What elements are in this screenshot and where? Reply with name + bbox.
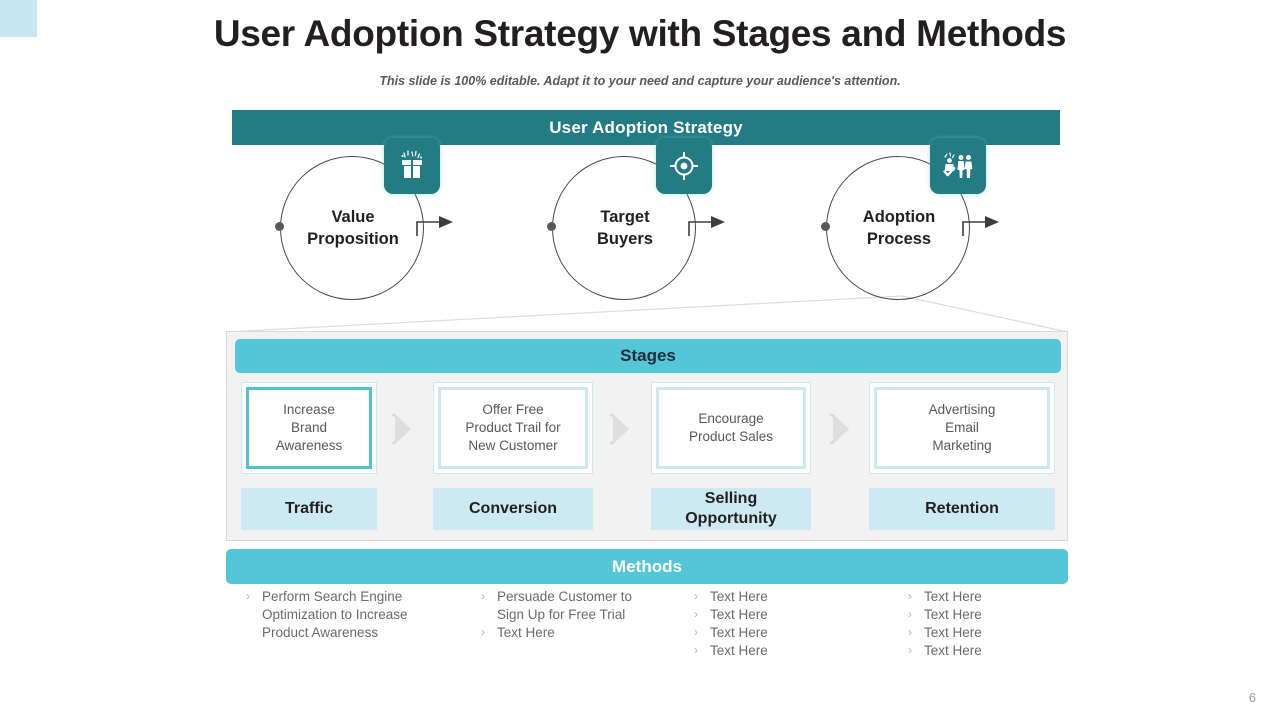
arrow-right-icon — [416, 216, 453, 236]
stages-header-bar: Stages — [235, 339, 1061, 373]
method-item: › Text Here — [694, 624, 864, 642]
people-checkmark-icon — [930, 138, 986, 194]
method-item-text: Text Here — [497, 624, 555, 640]
methods-header-bar: Methods — [226, 549, 1068, 584]
chevron-bullet-icon: › — [694, 606, 698, 621]
target-crosshair-icon — [656, 138, 712, 194]
chevron-bullet-icon: › — [694, 624, 698, 639]
chevron-bullet-icon: › — [908, 606, 912, 621]
chevron-bullet-icon: › — [246, 589, 250, 603]
method-item-text: Text Here — [710, 606, 768, 622]
methods-columns: › Perform Search Engine Optimization to I… — [226, 588, 1068, 673]
chevron-bullet-icon: › — [908, 589, 912, 603]
chevron-separator-icon — [609, 414, 629, 444]
stage-chip-4[interactable]: Retention — [869, 488, 1055, 530]
circle-start-dot — [821, 222, 830, 231]
stages-header-label: Stages — [620, 346, 676, 365]
method-item: › Text Here — [908, 642, 1078, 660]
top-band: User Adoption Strategy — [232, 110, 1060, 145]
method-item-text: Text Here — [924, 606, 982, 622]
method-item-text: Text Here — [710, 642, 768, 658]
stage-chip-1[interactable]: Traffic — [241, 488, 377, 530]
chevron-bullet-icon: › — [694, 589, 698, 603]
chevron-bullet-icon: › — [481, 624, 485, 639]
chevron-separator-icon — [829, 414, 849, 444]
method-item: › Text Here — [694, 642, 864, 660]
arrow-right-icon — [962, 216, 999, 236]
methods-header-label: Methods — [612, 556, 682, 576]
method-item: › Text Here — [481, 624, 656, 642]
method-item-text: Persuade Customer to Sign Up for Free Tr… — [497, 589, 633, 622]
stage-chip-2[interactable]: Conversion — [433, 488, 593, 530]
chevron-bullet-icon: › — [694, 642, 698, 657]
page-number: 6 — [1248, 690, 1256, 705]
stage-chip-label: Traffic — [284, 500, 333, 517]
method-item: › Text Here — [694, 588, 864, 606]
method-item-text: Text Here — [924, 642, 982, 658]
page-subtitle: This slide is 100% editable. Adapt it to… — [379, 74, 901, 88]
methods-column-3: › Text Here › Text Here › Text Here › Text Here — [694, 588, 864, 660]
methods-column-1: › Perform Search Engine Optimization to I… — [246, 588, 436, 642]
method-item: › Text Here — [908, 606, 1078, 624]
circle-start-dot — [547, 222, 556, 231]
corner-decoration — [0, 0, 37, 37]
method-item-text: Perform Search Engine Optimization to In… — [262, 589, 408, 640]
chevron-bullet-icon: › — [908, 624, 912, 639]
chevron-bullet-icon: › — [908, 642, 912, 657]
stage-chip-label: Retention — [925, 500, 999, 517]
method-item-text: Text Here — [924, 624, 982, 640]
method-item: › Text Here — [908, 624, 1078, 642]
arrow-right-icon — [688, 216, 725, 236]
gift-celebration-icon — [384, 138, 440, 194]
top-band-label: User Adoption Strategy — [549, 117, 743, 137]
method-item: › Perform Search Engine Optimization to I… — [246, 588, 436, 642]
stage-chip-label: Conversion — [468, 500, 557, 517]
page-title: User Adoption Strategy with Stages and M… — [213, 13, 1067, 54]
method-item-text: Text Here — [710, 624, 768, 640]
method-item: › Persuade Customer to Sign Up for Free T… — [481, 588, 656, 624]
methods-column-4: › Text Here › Text Here › Text Here › Text Here — [908, 588, 1078, 660]
circle-start-dot — [275, 222, 284, 231]
chevron-separator-icon — [391, 414, 411, 444]
method-item: › Text Here — [908, 588, 1078, 606]
methods-column-2: › Persuade Customer to Sign Up for Free T… — [481, 588, 656, 642]
method-item: › Text Here — [694, 606, 864, 624]
method-item-text: Text Here — [924, 589, 982, 604]
chevron-bullet-icon: › — [481, 589, 485, 603]
method-item-text: Text Here — [710, 589, 768, 604]
